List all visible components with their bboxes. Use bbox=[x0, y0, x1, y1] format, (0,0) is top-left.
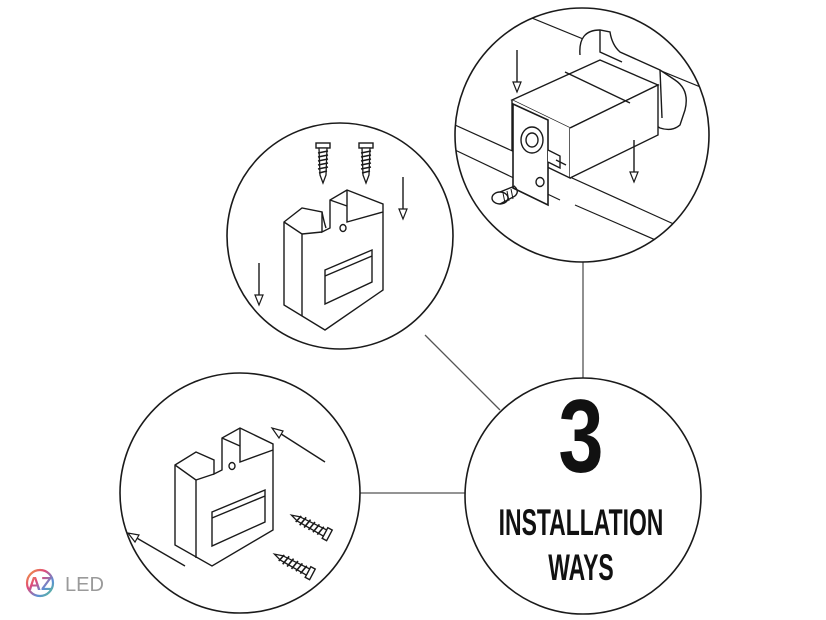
panel-profile-end-cap bbox=[454, 7, 710, 263]
logo-mark: AZ bbox=[28, 574, 52, 594]
logo-text: LED bbox=[65, 574, 104, 596]
connector-lines bbox=[360, 262, 584, 494]
panel-wall-clip-side-screw-mount bbox=[119, 372, 361, 614]
logo-ring-icon bbox=[25, 568, 55, 598]
installation-count: 3 bbox=[558, 378, 603, 494]
title-circle: 3 INSTALLATION WAYS bbox=[464, 377, 702, 615]
panel-ceiling-clip-screw-mount bbox=[226, 122, 454, 350]
connector-middle bbox=[424, 334, 501, 411]
title-line-2: WAYS bbox=[548, 546, 613, 588]
brand-logo: AZ LED bbox=[25, 568, 104, 598]
title-line-1: INSTALLATION bbox=[499, 501, 664, 543]
